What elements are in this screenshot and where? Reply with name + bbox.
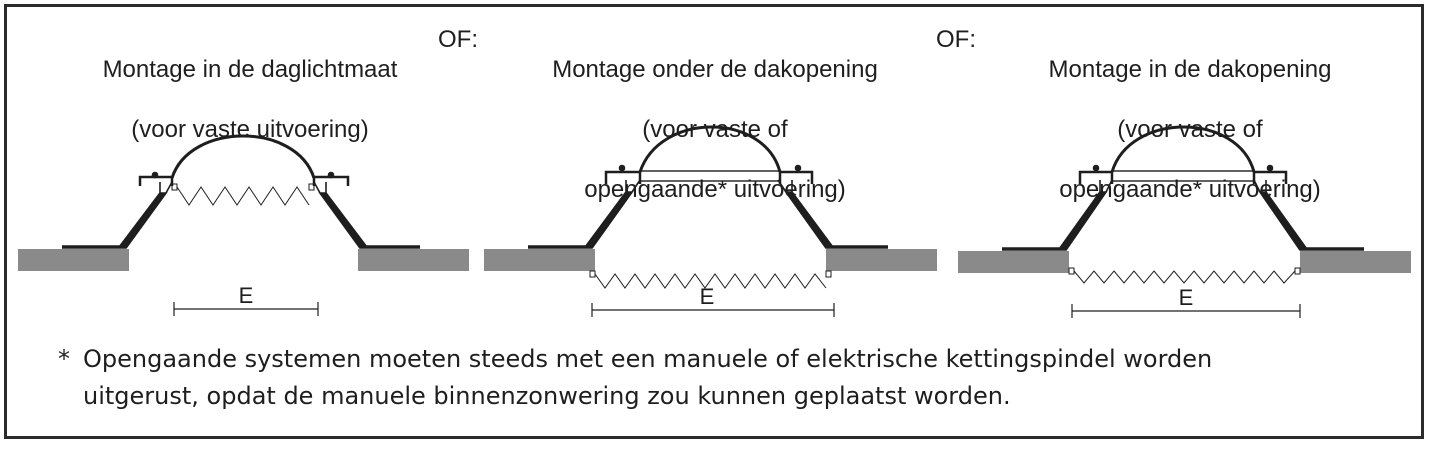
- bolt-right: [327, 171, 335, 179]
- dimension-label-2: E: [700, 284, 715, 309]
- pleated-blind: [176, 186, 310, 206]
- upstand-right: [1253, 179, 1307, 251]
- clamp-right: [778, 170, 814, 184]
- clamp-left: [604, 170, 642, 184]
- title-2-line-1: Montage onder de dakopening: [552, 56, 878, 83]
- title-1-line-1: Montage in de daglichtmaat: [102, 56, 398, 83]
- separator-of-1: OF:: [438, 26, 478, 53]
- pleat-bracket-left: [1068, 267, 1075, 275]
- upstand-right: [313, 181, 367, 249]
- title-in-dakopening: Montage in de dakopening (voor vaste of …: [1005, 25, 1375, 235]
- flashing-left: [528, 191, 634, 249]
- roof-left: [18, 249, 129, 271]
- roof-left: [484, 249, 595, 271]
- dimension-label-3: E: [1179, 285, 1194, 310]
- upstand-left: [1059, 179, 1113, 251]
- roof-right: [826, 249, 937, 271]
- flashing-left: [1002, 191, 1108, 251]
- clamp-left: [1078, 170, 1114, 184]
- diagram-frame: [4, 4, 1424, 439]
- dome: [170, 134, 316, 179]
- clamp-right: [1252, 170, 1288, 184]
- dome: [638, 125, 782, 173]
- frame-bar: [1111, 170, 1255, 182]
- flashing-left: [62, 192, 168, 249]
- diagram-daglichtmaat: [18, 134, 469, 316]
- pleat-bracket-left: [589, 270, 596, 278]
- clamp-right: [312, 175, 350, 186]
- bolt-left: [618, 164, 626, 172]
- pleated-blind: [594, 273, 827, 289]
- upstand-left: [585, 179, 641, 249]
- bolt-left: [151, 171, 159, 179]
- pleated-blind: [1073, 270, 1296, 284]
- title-1-line-2: (voor vaste uitvoering): [131, 116, 369, 143]
- flashing-right: [1258, 191, 1364, 251]
- title-daglichtmaat: Montage in de daglichtmaat (voor vaste u…: [70, 25, 430, 175]
- dome: [1110, 125, 1256, 173]
- clamp-left: [138, 175, 174, 186]
- diagram-onder-dakopening: [484, 125, 937, 317]
- footnote-marker: *: [58, 345, 70, 373]
- roof-right: [1300, 251, 1411, 273]
- pleat-bracket-right: [1294, 267, 1301, 275]
- roof-right: [358, 249, 469, 271]
- diagram-in-dakopening: [958, 125, 1411, 318]
- footnote-line-2: uitgerust, opdat de manuele binnenzonwer…: [83, 382, 1011, 410]
- dimension-label-1: E: [239, 283, 254, 308]
- bolt-right: [1266, 164, 1274, 172]
- flashing-right: [318, 192, 420, 249]
- pleat-bracket-right: [308, 183, 315, 191]
- pleat-bracket-right: [825, 270, 832, 278]
- frame-bar: [639, 170, 781, 182]
- title-3-line-1: Montage in de dakopening: [1048, 56, 1332, 83]
- roof-left: [958, 251, 1069, 273]
- bolt-right: [794, 164, 802, 172]
- bolt-left: [1092, 164, 1100, 172]
- flashing-right: [784, 191, 888, 249]
- footnote-line-1: Opengaande systemen moeten steeds met ee…: [83, 345, 1213, 373]
- upstand-left: [119, 181, 173, 249]
- separator-of-2: OF:: [936, 26, 976, 53]
- footnote: * Opengaande systemen moeten steeds met …: [58, 341, 1398, 415]
